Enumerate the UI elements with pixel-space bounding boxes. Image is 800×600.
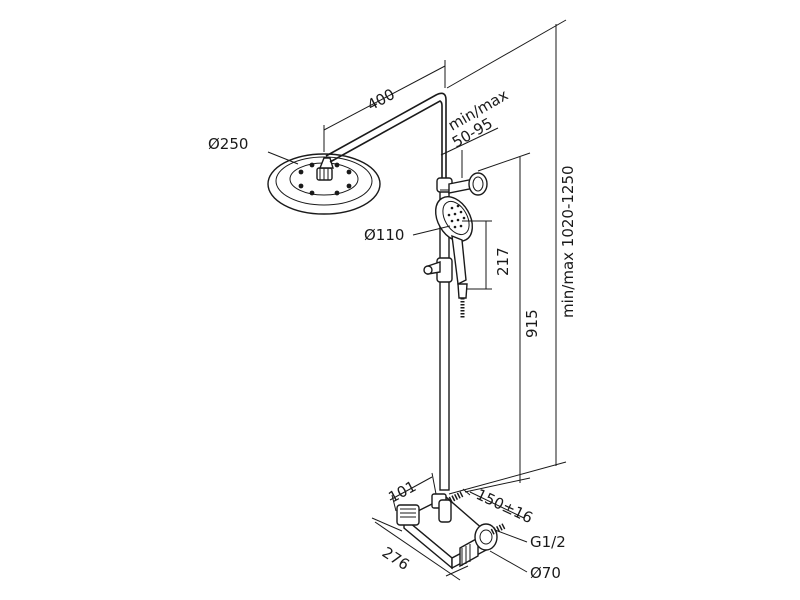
inlet-connector-top	[448, 491, 464, 503]
inlet-connector-bottom	[474, 523, 506, 551]
label-total-height: min/max 1020-1250	[559, 165, 577, 318]
label-escutcheon-diameter: Ø70	[530, 564, 561, 582]
dimension-lines	[267, 19, 567, 581]
label-arm-length: 400	[364, 85, 398, 114]
shower-arm	[325, 92, 447, 185]
label-hand-shower-height: 217	[494, 247, 512, 276]
slide-holder	[423, 257, 453, 283]
label-hand-shower-diameter: Ø110	[364, 226, 404, 244]
label-inlet-spacing: 150±16	[473, 485, 535, 527]
label-valve-depth: 101	[385, 477, 419, 506]
label-riser-height: 915	[523, 309, 541, 338]
label-valve-width: 276	[379, 543, 413, 574]
wall-bracket	[448, 172, 488, 196]
label-head-diameter: Ø250	[208, 135, 248, 153]
shower-hose	[457, 283, 468, 318]
rain-shower-head	[267, 153, 381, 215]
hand-shower	[434, 196, 474, 286]
label-thread-size: G1/2	[530, 533, 566, 551]
